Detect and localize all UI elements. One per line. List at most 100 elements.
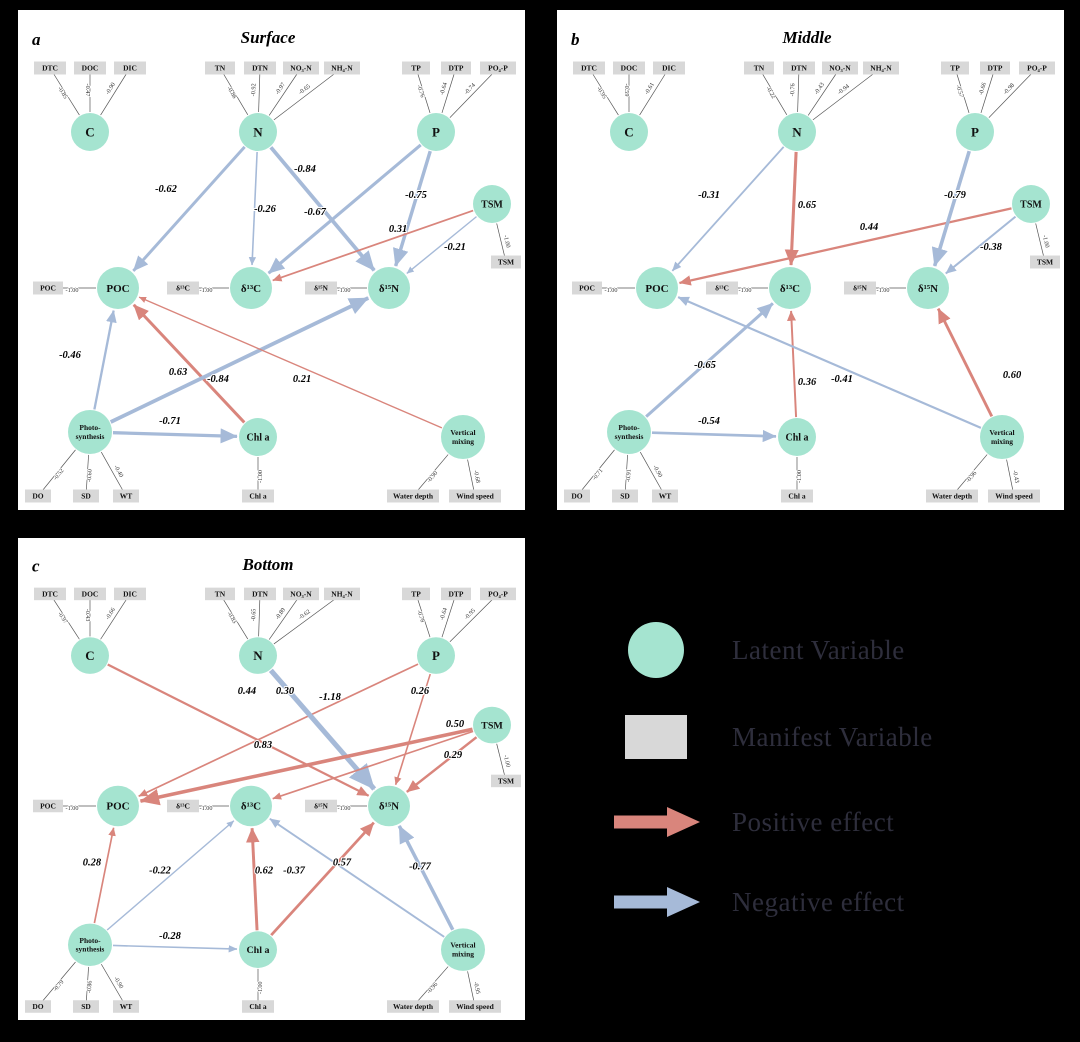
manifest-box-POCm	[33, 281, 63, 295]
latent-VM	[441, 928, 485, 971]
legend-row-negative: Negative effect	[600, 885, 905, 919]
latent-D15N	[368, 267, 410, 309]
latent-label-P: P	[971, 125, 979, 140]
sem-diagram-middle: -0.95-0.59-0.61-0.22-0.76-0.43-0.94-0.57…	[564, 28, 1060, 503]
latent-label-D13C: δ¹³C	[241, 283, 261, 295]
manifest-box-TSMm	[491, 774, 521, 788]
manifest-label-NO3N: NO₃-N	[829, 64, 851, 73]
latent-label-N: N	[253, 649, 263, 663]
manifest-label-DTN: DTN	[791, 64, 807, 73]
manifest-label-WS: Wind speed	[995, 492, 1033, 501]
coef-TSM-to-POC: 0.44	[860, 222, 878, 233]
loading-line-TN	[219, 67, 249, 115]
coef-PS-to-POC: -0.46	[59, 350, 82, 361]
loading-line-DO	[37, 961, 76, 1007]
loading-value-D15Nm: -1.00	[338, 287, 351, 294]
manifest-box-DTP	[980, 61, 1010, 75]
legend-label-positive: Positive effect	[732, 806, 895, 837]
path-PS-to-CHL	[112, 944, 238, 953]
manifest-box-DIC	[114, 61, 146, 75]
loading-value-TN: -0.88	[225, 85, 238, 100]
path-CHL-to-D13C	[787, 310, 798, 418]
legend-row-manifest: Manifest Variable	[600, 715, 933, 759]
latent-label-D15N: δ¹⁵N	[918, 283, 938, 295]
latent-PS	[68, 410, 112, 454]
manifest-box-DTP	[441, 61, 471, 75]
manifest-label-TP: TP	[411, 64, 421, 73]
loading-value-DTN: -0.92	[250, 83, 257, 96]
manifest-label-NO3N: NO₃-N	[290, 590, 312, 599]
manifest-box-NO3N	[283, 587, 319, 601]
loading-value-D13Cm: -1.00	[200, 806, 213, 812]
manifest-box-WD	[387, 489, 439, 503]
coef-VM-to-D13C: -0.37	[283, 866, 306, 877]
latent-label-N: N	[253, 125, 263, 140]
panel-surface: -0.85-0.47-0.90-0.88-0.92-0.97-0.65-0.76…	[18, 10, 525, 510]
panel-title: Bottom	[241, 555, 293, 574]
latent-label-C: C	[624, 125, 633, 140]
latent-C	[610, 113, 648, 151]
manifest-label-DTC: DTC	[42, 64, 58, 73]
coef-PS-to-CHL: -0.54	[698, 416, 720, 427]
manifest-label-POCm: POC	[579, 284, 595, 293]
loading-line-DIC	[100, 593, 131, 640]
latent-label-PS: Photo-synthesis	[615, 423, 644, 441]
manifest-label-SD: SD	[620, 492, 630, 501]
manifest-box-D13Cm	[167, 281, 199, 295]
path-PS-to-POC	[93, 310, 117, 410]
loading-line-NO3N	[807, 67, 841, 116]
manifest-box-CHLAm	[781, 489, 813, 503]
loading-value-D13Cm: -1.00	[200, 287, 213, 294]
coef-TSM-to-D13C: 0.31	[389, 224, 407, 235]
coef-N-to-POC: -0.31	[698, 190, 720, 201]
path-P-to-D15N	[394, 673, 431, 786]
manifest-box-DIC	[653, 61, 685, 75]
loading-value-PO4P: -0.95	[464, 608, 477, 621]
loading-value-DIC: -0.90	[104, 81, 117, 96]
path-PS-to-POC	[93, 827, 116, 924]
manifest-box-TSMm	[1030, 255, 1060, 269]
manifest-box-D13Cm	[706, 281, 738, 295]
manifest-label-TP: TP	[411, 590, 421, 599]
latent-VM	[441, 415, 485, 459]
loading-value-DO: -0.79	[53, 979, 66, 992]
manifest-label-DTP: DTP	[988, 64, 1003, 73]
loading-value-DIC: -0.66	[105, 607, 117, 621]
coef-CHL-to-POC: 0.63	[169, 367, 187, 378]
latent-label-CHL: Chl a	[785, 433, 808, 444]
sem-diagram-bottom: -0.97-0.43-0.66-0.83-0.65-0.89-0.62-0.78…	[25, 555, 521, 1013]
loading-line-SD	[85, 966, 89, 1007]
path-CHL-to-D13C	[245, 827, 260, 931]
loading-value-WD: -0.96	[965, 470, 979, 484]
loading-value-POCm: -1.00	[66, 806, 79, 812]
latent-TSM	[473, 185, 511, 223]
loading-value-DOC: -0.47	[84, 84, 91, 97]
panel-title: Surface	[241, 28, 296, 47]
loading-value-TSMm: -1.00	[502, 234, 512, 248]
loading-line-DTN	[797, 67, 800, 113]
manifest-box-TP	[402, 61, 430, 75]
loading-line-DTN	[258, 67, 261, 113]
loading-value-NO3N: -0.43	[813, 81, 826, 96]
latent-TSM	[473, 706, 511, 744]
loading-line-PO4P	[449, 593, 499, 642]
manifest-box-DO	[25, 489, 51, 503]
manifest-box-DOC	[74, 587, 106, 601]
loading-line-TP	[415, 67, 431, 114]
manifest-label-POCm: POC	[40, 802, 56, 811]
loading-line-WD	[951, 454, 988, 497]
manifest-label-TP: TP	[950, 64, 960, 73]
manifest-box-SD	[73, 489, 99, 503]
path-TSM-to-D15N	[406, 216, 477, 275]
loading-value-PO4P: -0.98	[1002, 82, 1016, 96]
legend-row-positive: Positive effect	[600, 805, 894, 839]
path-P-to-D15N	[931, 150, 971, 267]
panel-middle: -0.95-0.59-0.61-0.22-0.76-0.43-0.94-0.57…	[557, 10, 1064, 510]
latent-D15N	[368, 785, 410, 827]
manifest-label-WT: WT	[659, 492, 672, 501]
latent-label-CHL: Chl a	[246, 433, 269, 444]
coef-TSM-to-POC: 0.83	[254, 740, 272, 751]
manifest-label-DIC: DIC	[662, 64, 676, 73]
loading-line-NH4N	[812, 67, 882, 121]
